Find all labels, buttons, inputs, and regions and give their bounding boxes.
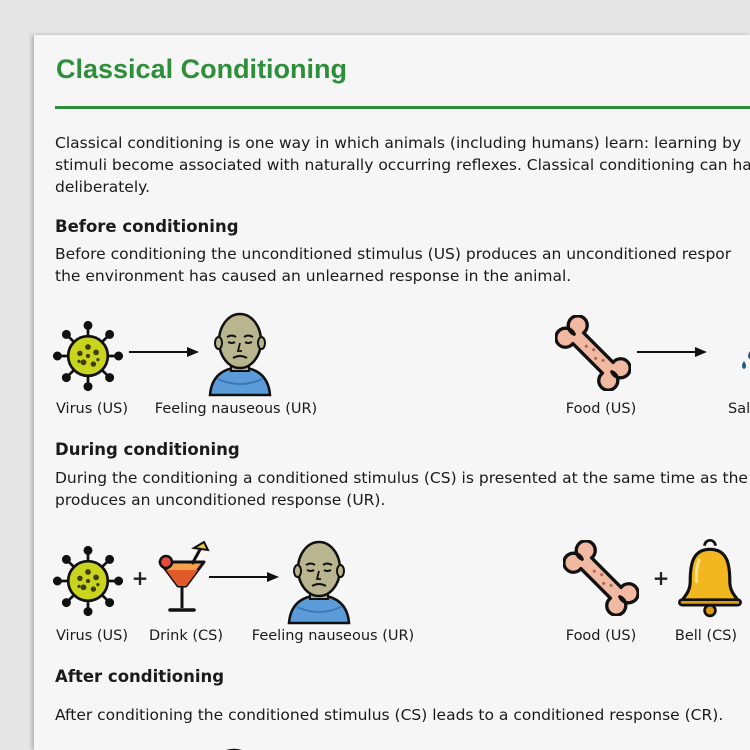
nauseous-face-icon (279, 535, 359, 625)
dog-icon (730, 307, 750, 387)
intro-line-1: Classical conditioning is one way in whi… (55, 134, 742, 152)
caption-drink: Drink (CS) (149, 628, 223, 644)
before-line-1: Before conditioning the unconditioned st… (55, 245, 732, 263)
caption-virus: Virus (US) (55, 628, 129, 644)
arrow-right-icon (128, 346, 200, 358)
caption-virus: Virus (US) (55, 401, 129, 417)
plus-sign: + (131, 566, 149, 590)
before-line-2: the environment has caused an unlearned … (55, 267, 572, 285)
caption-bell: Bell (CS) (674, 628, 738, 644)
title-rule (55, 106, 750, 109)
plus-sign: + (652, 566, 670, 590)
virus-icon (52, 320, 124, 392)
after-line-1: After conditioning the conditioned stimu… (55, 706, 724, 724)
intro-line-3: deliberately. (55, 178, 151, 196)
cocktail-icon (152, 540, 212, 620)
caption-nausea: Feeling nauseous (UR) (251, 628, 415, 644)
arrow-right-icon (636, 346, 708, 358)
worksheet-page: Classical Conditioning Classical conditi… (34, 35, 750, 750)
after-heading: After conditioning (55, 667, 225, 686)
arrow-right-icon (208, 571, 280, 583)
nauseous-face-icon (200, 307, 280, 397)
bell-icon (674, 538, 746, 620)
virus-icon (52, 545, 124, 617)
caption-salivation: Salivat (728, 401, 750, 417)
during-heading: During conditioning (55, 440, 240, 459)
bone-icon (555, 315, 631, 391)
bone-icon (563, 540, 639, 616)
page-title: Classical Conditioning (56, 54, 348, 84)
caption-food: Food (US) (565, 401, 637, 417)
during-line-1: During the conditioning a conditioned st… (55, 469, 748, 487)
intro-line-2: stimuli become associated with naturally… (55, 156, 750, 174)
caption-nausea: Feeling nauseous (UR) (154, 401, 318, 417)
during-line-2: produces an unconditioned response (UR). (55, 491, 386, 509)
before-heading: Before conditioning (55, 217, 239, 236)
caption-food: Food (US) (565, 628, 637, 644)
cropped-icon-edge (225, 748, 243, 750)
